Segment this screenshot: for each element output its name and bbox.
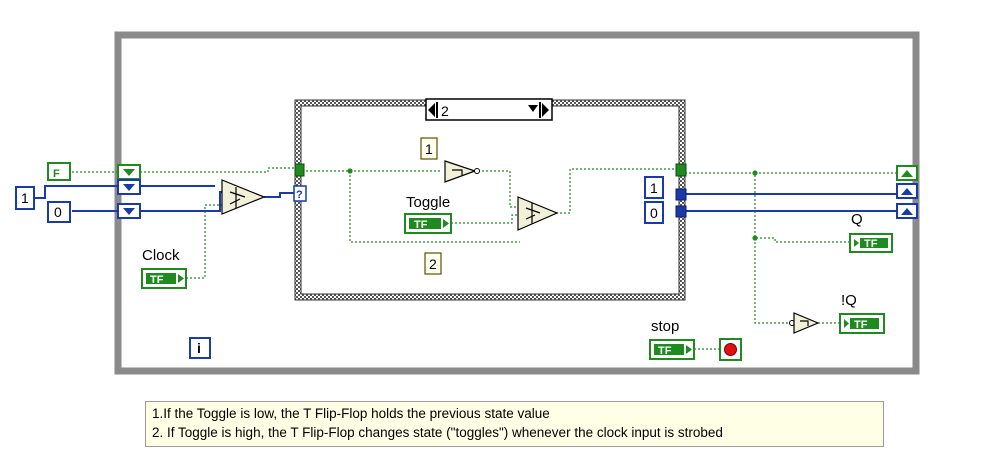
comment-line-1: 1.If the Toggle is low, the T Flip-Flop … (152, 406, 550, 421)
case-tunnel-numeric-out-2 (675, 205, 687, 218)
comment-line-2: 2. If Toggle is high, the T Flip-Flop ch… (152, 425, 723, 440)
dropdown-arrow-icon[interactable] (528, 105, 538, 112)
case-selector-value: 2 (441, 103, 449, 119)
svg-text:0: 0 (650, 205, 658, 221)
svg-text:?: ? (296, 189, 303, 201)
case-tunnel-boolean-in (294, 163, 305, 177)
inner-constant-top[interactable]: 1 (420, 137, 438, 160)
not-q-indicator: TF (839, 313, 885, 334)
svg-text:TF: TF (658, 345, 672, 357)
not-function-inner[interactable] (444, 160, 480, 183)
toggle-label: Toggle (406, 194, 450, 211)
svg-text:TF: TF (414, 219, 428, 231)
numeric-constant-zero[interactable]: 0 (47, 201, 71, 223)
svg-text:1: 1 (650, 180, 658, 196)
loop-condition-stop-icon[interactable] (719, 338, 742, 361)
comment-box: 1.If the Toggle is low, the T Flip-Flop … (145, 401, 884, 447)
svg-text:TF: TF (864, 238, 878, 250)
shift-register-left-numeric-1[interactable] (117, 179, 141, 195)
svg-text:i: i (197, 340, 201, 356)
increment-arrow-icon[interactable] (542, 103, 549, 117)
shift-register-right-boolean[interactable] (896, 165, 918, 181)
right-numeric-constant-zero[interactable]: 0 (644, 201, 664, 224)
svg-text:F: F (53, 168, 60, 180)
clock-label: Clock (142, 247, 180, 264)
toggle-control[interactable]: TF (404, 213, 452, 234)
select-function-inner[interactable] (517, 196, 559, 231)
svg-text:0: 0 (54, 204, 62, 220)
shift-register-left-numeric-2[interactable] (117, 203, 141, 219)
decrement-arrow-icon[interactable] (428, 103, 435, 117)
right-numeric-constant-one[interactable]: 1 (644, 176, 664, 199)
svg-text:1: 1 (21, 190, 29, 206)
svg-text:TF: TF (150, 274, 164, 286)
case-selector-terminal[interactable]: ? (293, 185, 307, 202)
not-function-output[interactable] (789, 312, 820, 334)
wire-junction (752, 235, 758, 241)
shift-register-right-numeric-1[interactable] (896, 183, 918, 199)
stop-control[interactable]: TF (649, 339, 695, 360)
svg-text:2: 2 (429, 256, 437, 272)
false-constant[interactable]: F (47, 162, 71, 181)
case-tunnel-numeric-out-1 (675, 188, 687, 201)
shift-register-right-numeric-2[interactable] (896, 203, 918, 219)
case-structure (294, 99, 686, 301)
iteration-terminal: i (189, 337, 211, 359)
clock-control[interactable]: TF (141, 268, 187, 289)
svg-text:1: 1 (425, 141, 433, 157)
boolean-wires (72, 167, 897, 350)
select-function-left[interactable] (221, 179, 266, 215)
svg-text:TF: TF (854, 319, 868, 331)
stop-label: stop (651, 318, 679, 335)
shift-register-left-boolean[interactable] (117, 164, 141, 180)
not-q-label: !Q (841, 292, 857, 309)
case-selector[interactable]: 2 (425, 98, 553, 121)
numeric-constant-one[interactable]: 1 (15, 186, 35, 210)
case-tunnel-boolean-out (675, 163, 687, 177)
wire-junction (752, 170, 758, 176)
q-label: Q (851, 211, 863, 228)
q-indicator: TF (849, 233, 893, 253)
wire-junction (347, 168, 353, 174)
inner-constant-bottom[interactable]: 2 (424, 252, 442, 275)
numeric-wires (34, 185, 897, 212)
